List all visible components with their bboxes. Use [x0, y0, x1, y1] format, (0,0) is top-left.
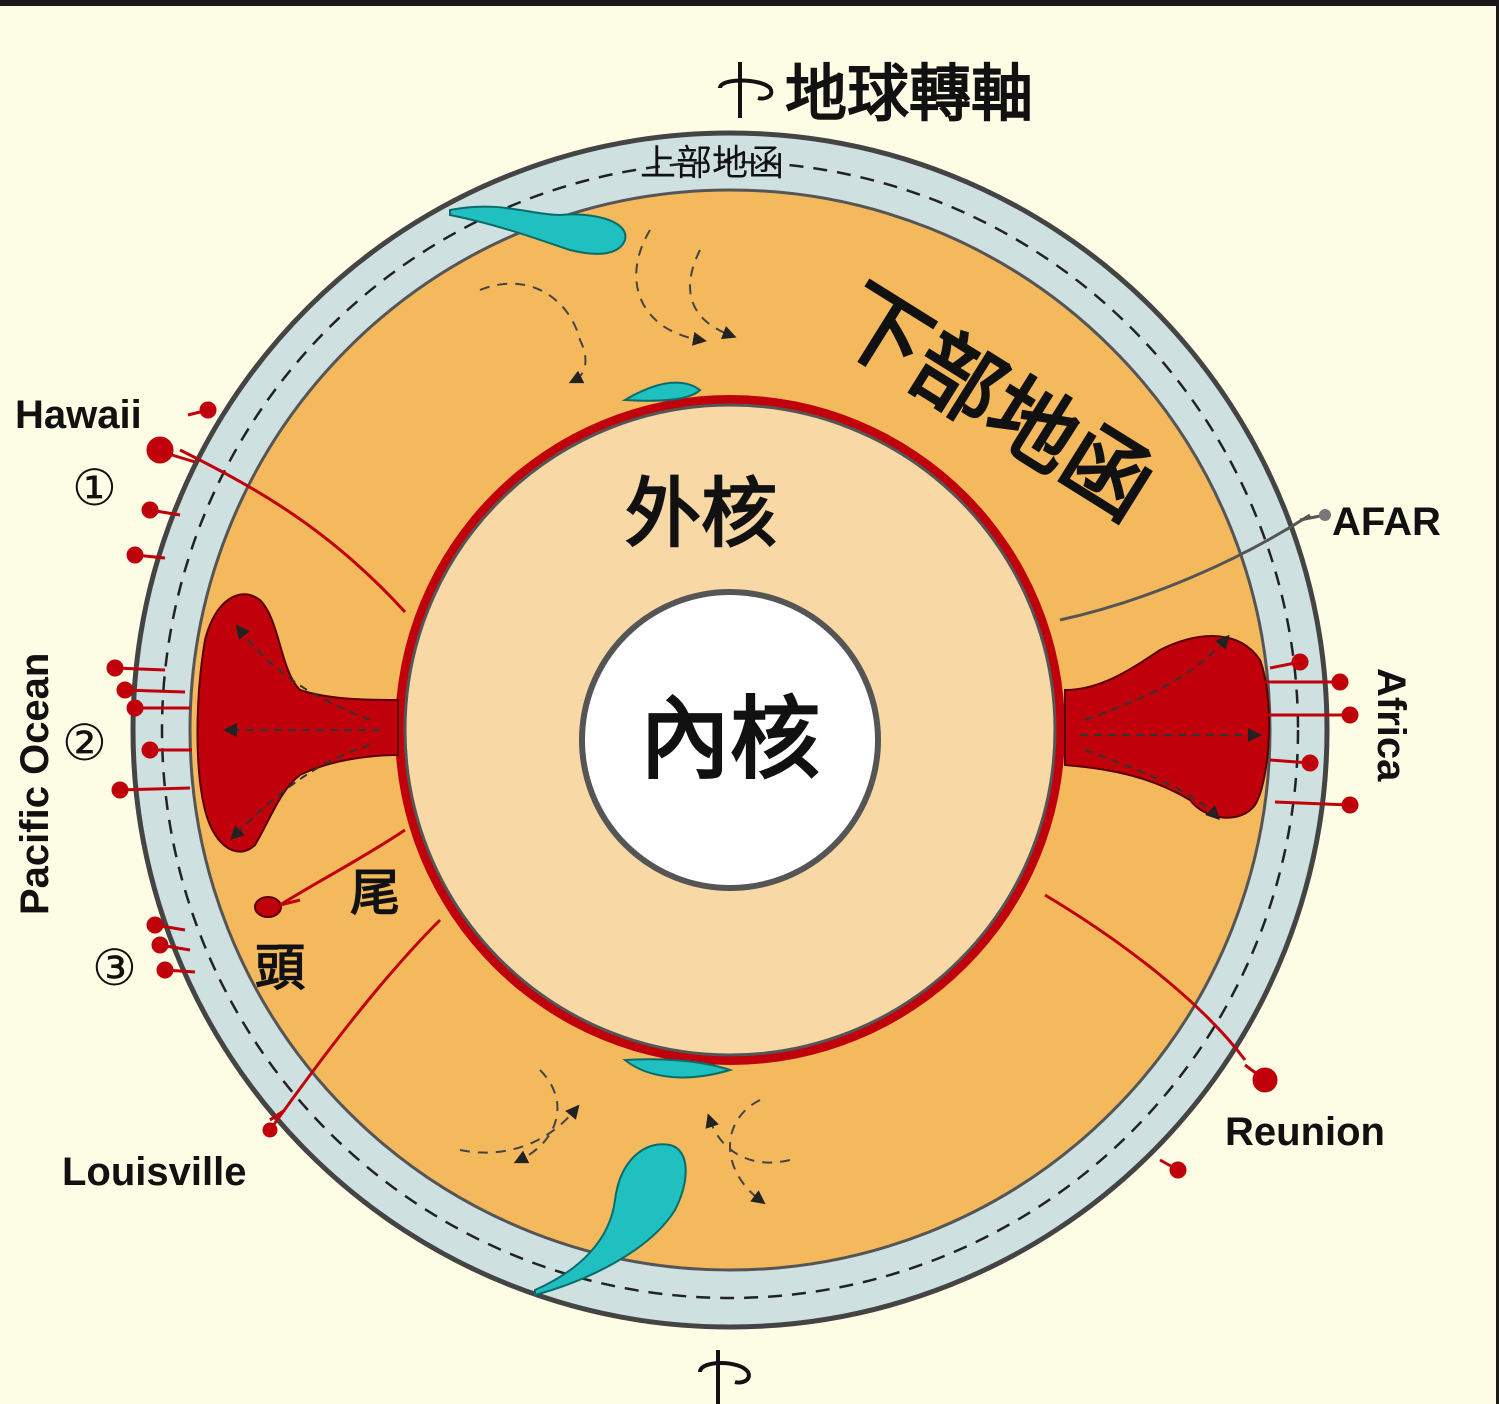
- marker-1-label: ①: [72, 459, 117, 517]
- hawaii-label: Hawaii: [15, 393, 142, 437]
- upper-mantle-label: 上部地函: [640, 143, 784, 184]
- head-label: 頭: [255, 939, 306, 997]
- pacific-ocean-label: Pacific Ocean: [13, 653, 57, 915]
- rotation-axis-label: 地球轉軸: [785, 57, 1033, 130]
- reunion-label: Reunion: [1225, 1110, 1385, 1154]
- afar-dot: [1319, 509, 1331, 521]
- africa-label: Africa: [1369, 668, 1413, 782]
- louisville-label: Louisville: [62, 1150, 247, 1194]
- tail-label: 尾: [350, 864, 400, 922]
- marker-3-label: ③: [92, 939, 137, 997]
- rotation-axis-arrow-icon: [720, 62, 771, 118]
- marker-2-label: ②: [62, 714, 107, 772]
- outer-core-label: 外核: [625, 469, 777, 558]
- inner-core-label: 內核: [640, 687, 820, 792]
- rotation-axis-bottom-icon: [700, 1350, 749, 1404]
- afar-label: AFAR: [1332, 500, 1441, 544]
